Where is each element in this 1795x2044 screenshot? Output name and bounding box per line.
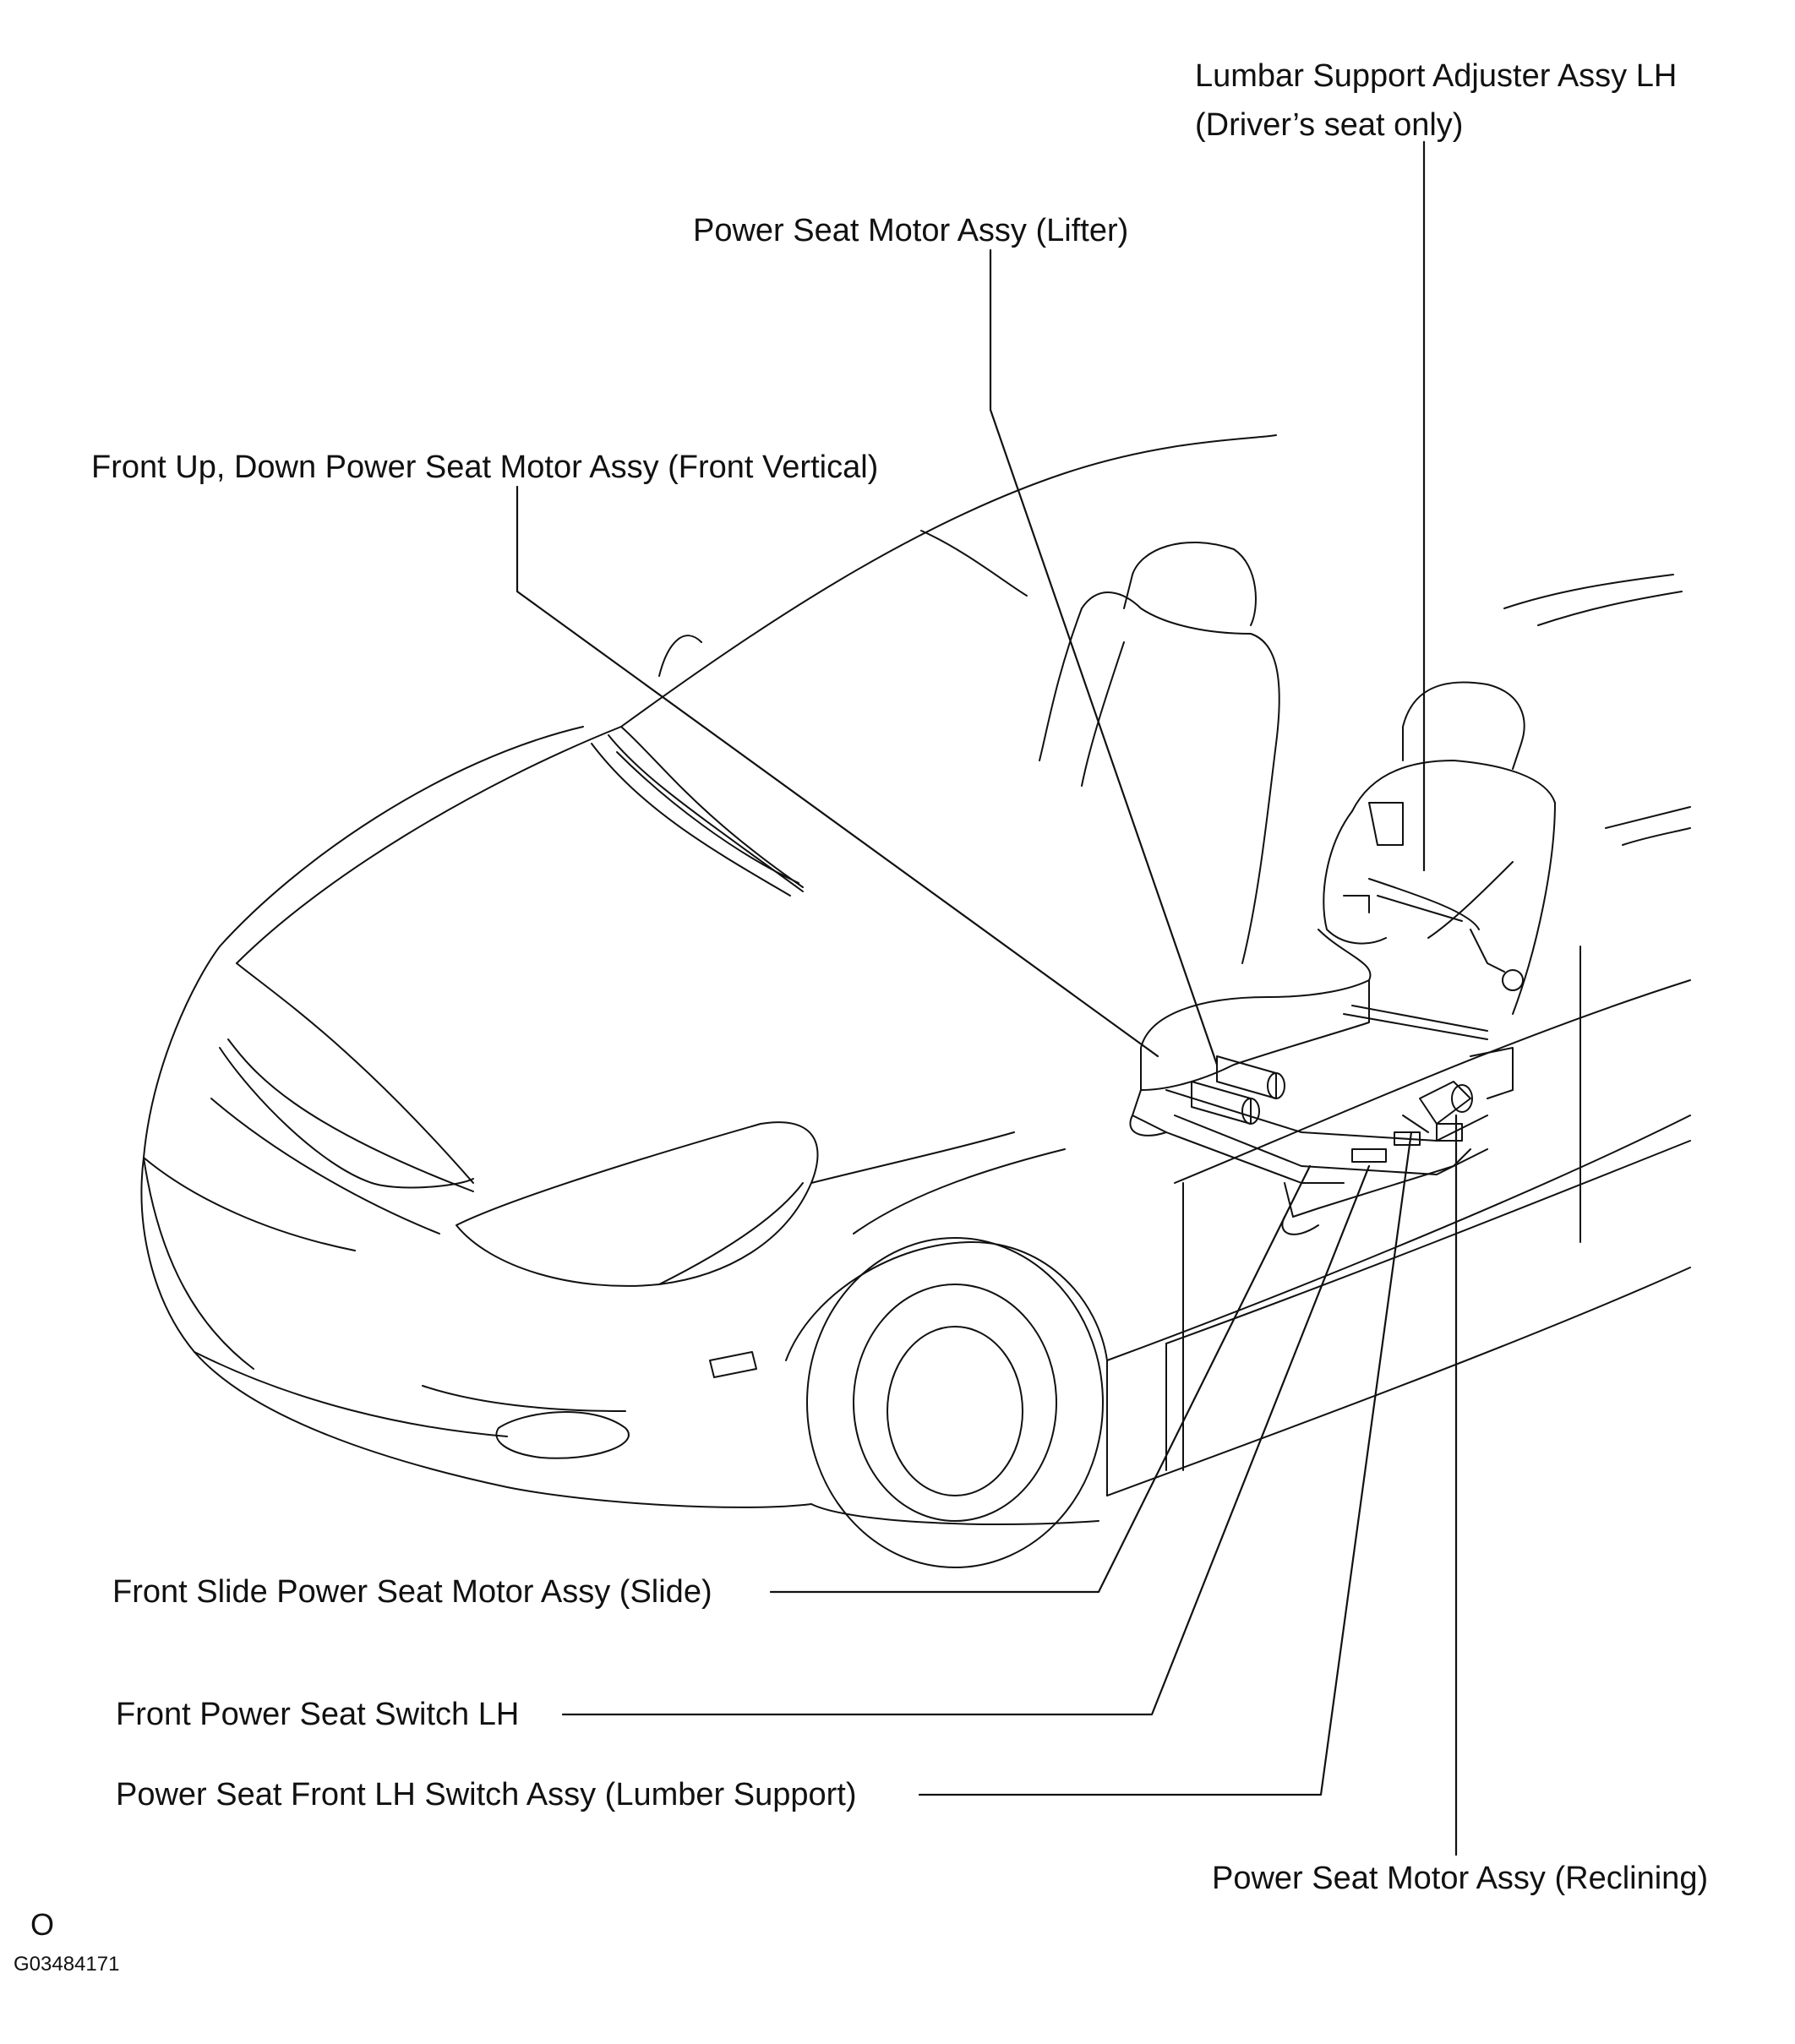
figure-mark: O <box>30 1907 55 1942</box>
leader-front-vertical <box>516 485 1159 1058</box>
leader-lines <box>516 140 1458 1856</box>
label-lumbar-support-adjuster: Lumbar Support Adjuster Assy LH <box>1195 58 1678 94</box>
label-front-vertical-motor: Front Up, Down Power Seat Motor Assy (Fr… <box>91 450 879 485</box>
label-front-power-seat-switch: Front Power Seat Switch LH <box>116 1697 520 1732</box>
passenger-seat-illustration <box>658 542 1280 964</box>
leader-switch-lh <box>561 1164 1371 1716</box>
leader-slide <box>769 1164 1312 1594</box>
leader-lifter <box>989 248 1219 1066</box>
car-body-illustration <box>140 434 1691 1568</box>
label-lumber-support-switch: Power Seat Front LH Switch Assy (Lumber … <box>116 1777 857 1812</box>
leader-lumber-switch <box>918 1131 1413 1796</box>
label-reclining-motor: Power Seat Motor Assy (Reclining) <box>1212 1861 1709 1896</box>
label-front-slide-motor: Front Slide Power Seat Motor Assy (Slide… <box>112 1574 712 1610</box>
driver-seat-illustration <box>1129 681 1556 1235</box>
figure-code: G03484171 <box>14 1953 120 1976</box>
label-drivers-seat-only: (Driver’s seat only) <box>1195 107 1464 143</box>
label-power-seat-motor-lifter: Power Seat Motor Assy (Lifter) <box>693 213 1129 248</box>
